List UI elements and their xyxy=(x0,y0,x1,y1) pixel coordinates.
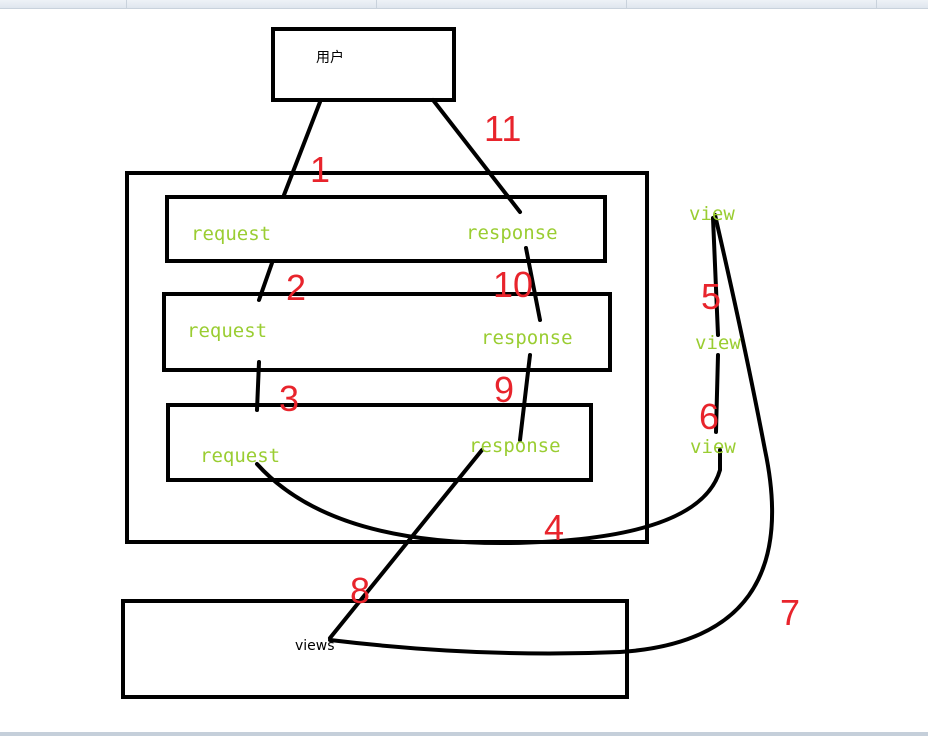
top-ruler xyxy=(0,0,928,9)
request-label-2: request xyxy=(187,320,267,342)
step-number-4: 4 xyxy=(544,507,564,548)
connector-step-10 xyxy=(524,246,542,322)
step-number-10: 10 xyxy=(493,264,533,305)
user-label: 用户 xyxy=(316,49,344,66)
connector-step-6 xyxy=(714,353,720,434)
step-number-2: 2 xyxy=(286,267,306,308)
step-number-6: 6 xyxy=(699,396,719,437)
step-number-9: 9 xyxy=(494,369,514,410)
step-number-5: 5 xyxy=(701,276,721,317)
step-number-1: 1 xyxy=(310,149,330,190)
step-number-11: 11 xyxy=(484,108,521,149)
layer-box-2 xyxy=(162,292,612,372)
connector-step-5 xyxy=(711,216,720,337)
view-label-2: view xyxy=(695,332,741,354)
connector-step-8 xyxy=(328,448,484,640)
bottom-scrollbar xyxy=(0,732,928,736)
request-label-1: request xyxy=(191,223,271,245)
views-box xyxy=(121,599,629,699)
layer-box-1 xyxy=(165,195,607,263)
connector-step-2 xyxy=(257,261,274,302)
layer-box-3 xyxy=(166,403,593,482)
connector-step-7 xyxy=(328,213,775,656)
connector-step-3 xyxy=(255,360,261,412)
connector-step-4 xyxy=(255,448,722,546)
request-label-3: request xyxy=(200,445,280,467)
response-label-2: response xyxy=(481,327,573,349)
step-number-3: 3 xyxy=(279,378,299,419)
view-label-1: view xyxy=(689,203,735,225)
user-box xyxy=(271,27,456,102)
response-label-3: response xyxy=(469,435,561,457)
connector-step-11 xyxy=(431,98,522,214)
view-label-3: view xyxy=(690,436,736,458)
response-label-1: response xyxy=(466,222,558,244)
container-box xyxy=(125,171,649,544)
connector-step-1 xyxy=(282,100,322,197)
step-number-7: 7 xyxy=(780,592,800,633)
views-label: views xyxy=(295,638,335,654)
connector-step-9 xyxy=(518,353,532,442)
step-number-8: 8 xyxy=(350,570,370,611)
